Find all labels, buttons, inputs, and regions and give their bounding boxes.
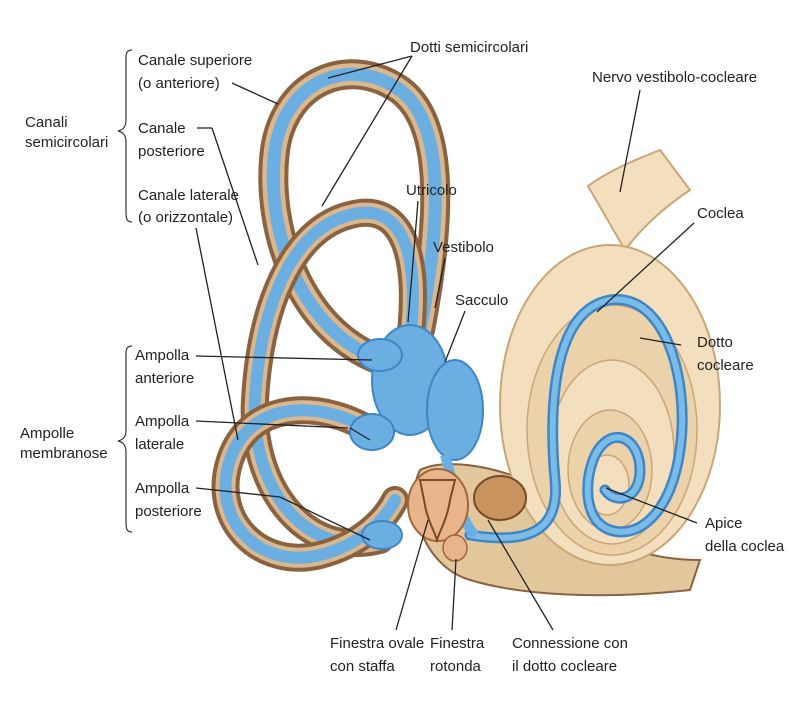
cochlea-shape bbox=[464, 148, 721, 566]
label-finestra-rotonda: Finestra rotonda bbox=[430, 635, 488, 675]
bracket-ampolle bbox=[117, 345, 133, 533]
bracket-canali bbox=[117, 49, 133, 223]
label-dotto-cocleare: Dotto cocleare bbox=[697, 334, 754, 374]
cochlear-base-bulge bbox=[473, 475, 527, 521]
labels: Canali semicircolari Ampolle membranose … bbox=[20, 39, 785, 675]
label-coclea: Coclea bbox=[697, 205, 744, 222]
label-ampolle-membranose: Ampolle membranose bbox=[20, 425, 108, 462]
vestibule bbox=[349, 324, 484, 550]
windows bbox=[407, 468, 527, 562]
label-vestibolo: Vestibolo bbox=[433, 239, 494, 256]
label-connessione: Connessione con il dotto cocleare bbox=[512, 635, 632, 675]
semicircular-canals bbox=[211, 59, 451, 572]
label-canale-superiore: Canale superiore (o anteriore) bbox=[138, 52, 256, 92]
diagram-artwork bbox=[211, 59, 721, 597]
ampulla-anterior bbox=[357, 338, 403, 372]
label-finestra-ovale: Finestra ovale con staffa bbox=[330, 635, 428, 675]
label-ampolla-laterale: Ampolla laterale bbox=[135, 413, 193, 453]
label-ampolla-posteriore: Ampolla posteriore bbox=[135, 480, 202, 520]
label-apice: Apice della coclea bbox=[705, 515, 785, 555]
label-utricolo: Utricolo bbox=[406, 182, 457, 199]
cochlea-nerve-root bbox=[586, 148, 692, 252]
ampulla-lateral bbox=[349, 413, 395, 451]
saccule bbox=[426, 359, 484, 461]
label-canale-posteriore: Canale posteriore bbox=[138, 120, 205, 160]
stapes-icon bbox=[418, 479, 457, 544]
label-ampolla-anteriore: Ampolla anteriore bbox=[135, 347, 194, 387]
leader-lines bbox=[195, 55, 698, 631]
label-sacculo: Sacculo bbox=[455, 292, 508, 309]
brackets bbox=[117, 49, 133, 533]
ampulla-posterior bbox=[361, 520, 403, 550]
label-dotti-semicircolari: Dotti semicircolari bbox=[410, 39, 528, 56]
round-window bbox=[442, 534, 468, 562]
label-canale-laterale: Canale laterale (o orizzontale) bbox=[138, 187, 243, 226]
label-canali-semicircolari: Canali semicircolari bbox=[25, 114, 108, 151]
label-nervo: Nervo vestibolo-cocleare bbox=[592, 69, 757, 86]
